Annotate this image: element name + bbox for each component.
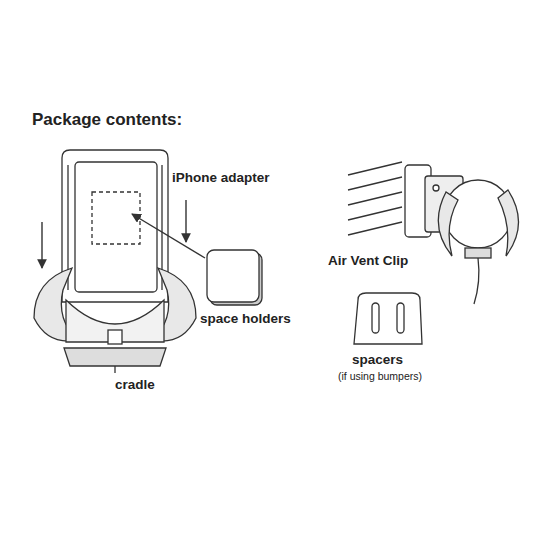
- spacer-drawing: [354, 293, 422, 344]
- part-label: iPhone adapter: [172, 170, 270, 186]
- part-label: (if using bumpers): [338, 370, 422, 382]
- part-label: space holders: [200, 311, 291, 327]
- vent-slat: [348, 177, 402, 190]
- vent-slat: [348, 162, 402, 175]
- cradle-base: [64, 348, 166, 366]
- vent-slat: [348, 192, 402, 205]
- screw: [433, 185, 439, 191]
- spacer: [354, 293, 422, 344]
- part-label: spacers: [352, 352, 403, 368]
- slide-arrow: [41, 222, 42, 268]
- part-label: cradle: [115, 377, 155, 393]
- title: Package contents:: [32, 110, 182, 130]
- space-holder-slot: [92, 192, 140, 244]
- cable: [474, 258, 479, 304]
- insert-arrow: [132, 214, 205, 258]
- space-holder: [207, 250, 259, 302]
- vent-slat: [348, 222, 402, 235]
- vent-slat: [348, 207, 402, 220]
- spacer-slot: [372, 303, 379, 333]
- holder-wing: [498, 190, 519, 256]
- holder-base: [465, 248, 491, 258]
- spacer-slot: [397, 303, 404, 333]
- holder-wing: [438, 192, 458, 256]
- air-vent-clip-drawing: [348, 162, 519, 304]
- part-label: Air Vent Clip: [328, 253, 408, 269]
- slide-arrow: [185, 200, 186, 242]
- space-holder-drawing: [207, 250, 262, 305]
- dock-connector: [108, 330, 122, 344]
- screw: [114, 366, 115, 373]
- adapter-plate: [75, 162, 157, 292]
- arrows: [42, 200, 205, 268]
- round-holder: [444, 180, 512, 248]
- cradle-drawing: [34, 150, 196, 373]
